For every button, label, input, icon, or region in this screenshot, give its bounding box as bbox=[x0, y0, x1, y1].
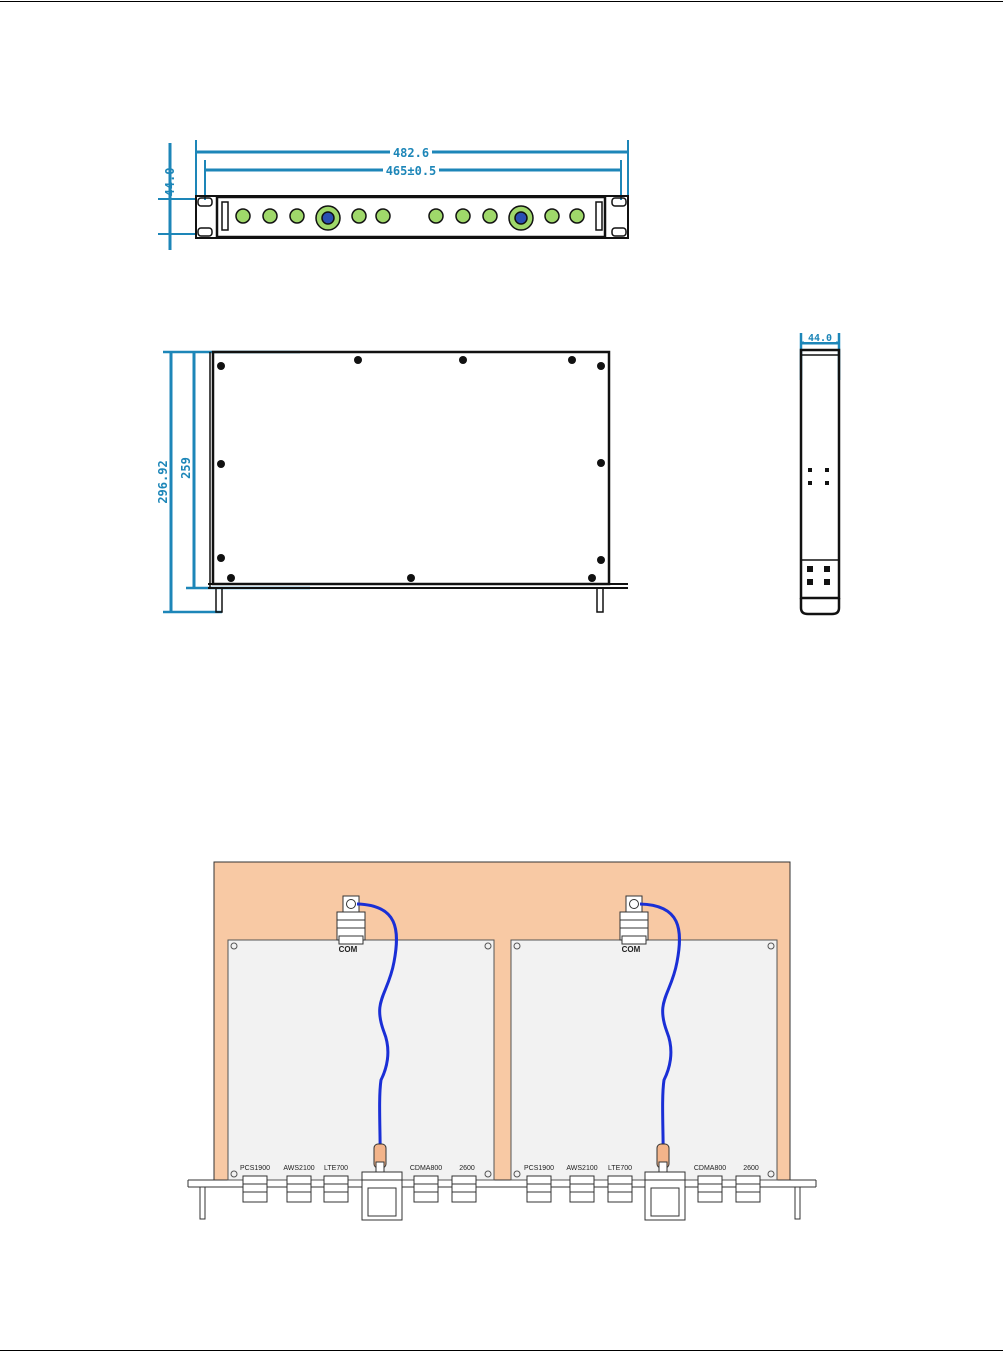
front-inner-dim-label: 465±0.5 bbox=[386, 164, 437, 178]
screw bbox=[407, 574, 415, 582]
hole bbox=[808, 481, 812, 485]
com-flange bbox=[343, 896, 359, 912]
port-connector bbox=[414, 1176, 438, 1202]
port-connector bbox=[236, 209, 250, 223]
cable-tip bbox=[376, 1162, 384, 1172]
front-panel-outline bbox=[196, 196, 628, 238]
port-connector bbox=[698, 1176, 722, 1202]
port-connector bbox=[287, 1176, 311, 1202]
port-label: AWS2100 bbox=[566, 1165, 597, 1172]
port-connector bbox=[527, 1176, 551, 1202]
screw bbox=[588, 574, 596, 582]
port-connector bbox=[483, 209, 497, 223]
screw bbox=[217, 554, 225, 562]
front-height-dim-label: 44.0 bbox=[163, 168, 177, 197]
port-connector bbox=[352, 209, 366, 223]
hole bbox=[825, 468, 829, 472]
module-board bbox=[228, 940, 494, 1180]
cable-tip bbox=[659, 1162, 667, 1172]
port-connector bbox=[570, 209, 584, 223]
screw bbox=[217, 362, 225, 370]
port-connector bbox=[290, 209, 304, 223]
com-base bbox=[339, 936, 363, 944]
port-label: LTE700 bbox=[324, 1165, 348, 1172]
handle bbox=[597, 588, 603, 612]
com-connector-core bbox=[322, 212, 334, 224]
screw bbox=[227, 574, 235, 582]
top-overall-dim-label: 296.92 bbox=[156, 460, 170, 503]
handle-bracket bbox=[222, 202, 228, 230]
front-overall-dim-label: 482.6 bbox=[393, 146, 429, 160]
layout-diagram: COM PCS1900 AWS2100 LTE700 CDMA800 2600 bbox=[188, 862, 816, 1220]
hole bbox=[807, 579, 813, 585]
hole bbox=[808, 468, 812, 472]
port-connector bbox=[324, 1176, 348, 1202]
top-inner-dim-label: 259 bbox=[179, 457, 193, 479]
port-label: PCS1900 bbox=[240, 1165, 270, 1172]
screw bbox=[217, 460, 225, 468]
port-connector bbox=[608, 1176, 632, 1202]
module-board bbox=[511, 940, 777, 1180]
com-label: COM bbox=[622, 945, 641, 954]
side-width-dim-label: 44.0 bbox=[808, 333, 832, 344]
handle-bracket bbox=[596, 202, 602, 230]
screw bbox=[354, 356, 362, 364]
hole bbox=[824, 566, 830, 572]
port-connector bbox=[545, 209, 559, 223]
port-connector bbox=[429, 209, 443, 223]
com-flange bbox=[626, 896, 642, 912]
hole bbox=[807, 566, 813, 572]
mount-slot bbox=[198, 228, 212, 236]
side-handle bbox=[801, 598, 839, 614]
com-output-inner bbox=[651, 1188, 679, 1216]
port-label: CDMA800 bbox=[410, 1165, 442, 1172]
port-connector bbox=[376, 209, 390, 223]
port-label: PCS1900 bbox=[524, 1165, 554, 1172]
port-connector bbox=[243, 1176, 267, 1202]
port-label: LTE700 bbox=[608, 1165, 632, 1172]
front-connectors bbox=[236, 206, 584, 230]
screw bbox=[597, 362, 605, 370]
mount-slot bbox=[612, 228, 626, 236]
com-label: COM bbox=[339, 945, 358, 954]
port-label: 2600 bbox=[459, 1165, 475, 1172]
screw bbox=[568, 356, 576, 364]
port-connector bbox=[570, 1176, 594, 1202]
screw bbox=[597, 459, 605, 467]
port-connector bbox=[456, 209, 470, 223]
com-output-inner bbox=[368, 1188, 396, 1216]
port-label: CDMA800 bbox=[694, 1165, 726, 1172]
handle bbox=[216, 588, 222, 612]
hole bbox=[825, 481, 829, 485]
side-holes bbox=[807, 468, 830, 585]
side-body-outline bbox=[801, 350, 839, 598]
port-connector bbox=[263, 209, 277, 223]
module-1: COM PCS1900 AWS2100 LTE700 CDMA800 2600 bbox=[228, 896, 494, 1220]
screw bbox=[597, 556, 605, 564]
port-connector bbox=[736, 1176, 760, 1202]
port-connector bbox=[452, 1176, 476, 1202]
mount-slot bbox=[612, 198, 626, 206]
hole bbox=[824, 579, 830, 585]
rack-handle bbox=[200, 1187, 205, 1219]
port-label: AWS2100 bbox=[283, 1165, 314, 1172]
com-connector-core bbox=[515, 212, 527, 224]
com-base bbox=[622, 936, 646, 944]
screws bbox=[217, 356, 605, 582]
module-2: COM PCS1900 AWS2100 LTE700 CDMA800 2600 bbox=[511, 896, 777, 1220]
top-view: 296.92 259 bbox=[156, 352, 628, 612]
top-body-outline bbox=[213, 352, 609, 584]
port-label: 2600 bbox=[743, 1165, 759, 1172]
rack-handle bbox=[795, 1187, 800, 1219]
screw bbox=[459, 356, 467, 364]
front-view: 482.6 465±0.5 44.0 bbox=[158, 140, 628, 250]
side-view: 44.0 bbox=[801, 332, 839, 614]
